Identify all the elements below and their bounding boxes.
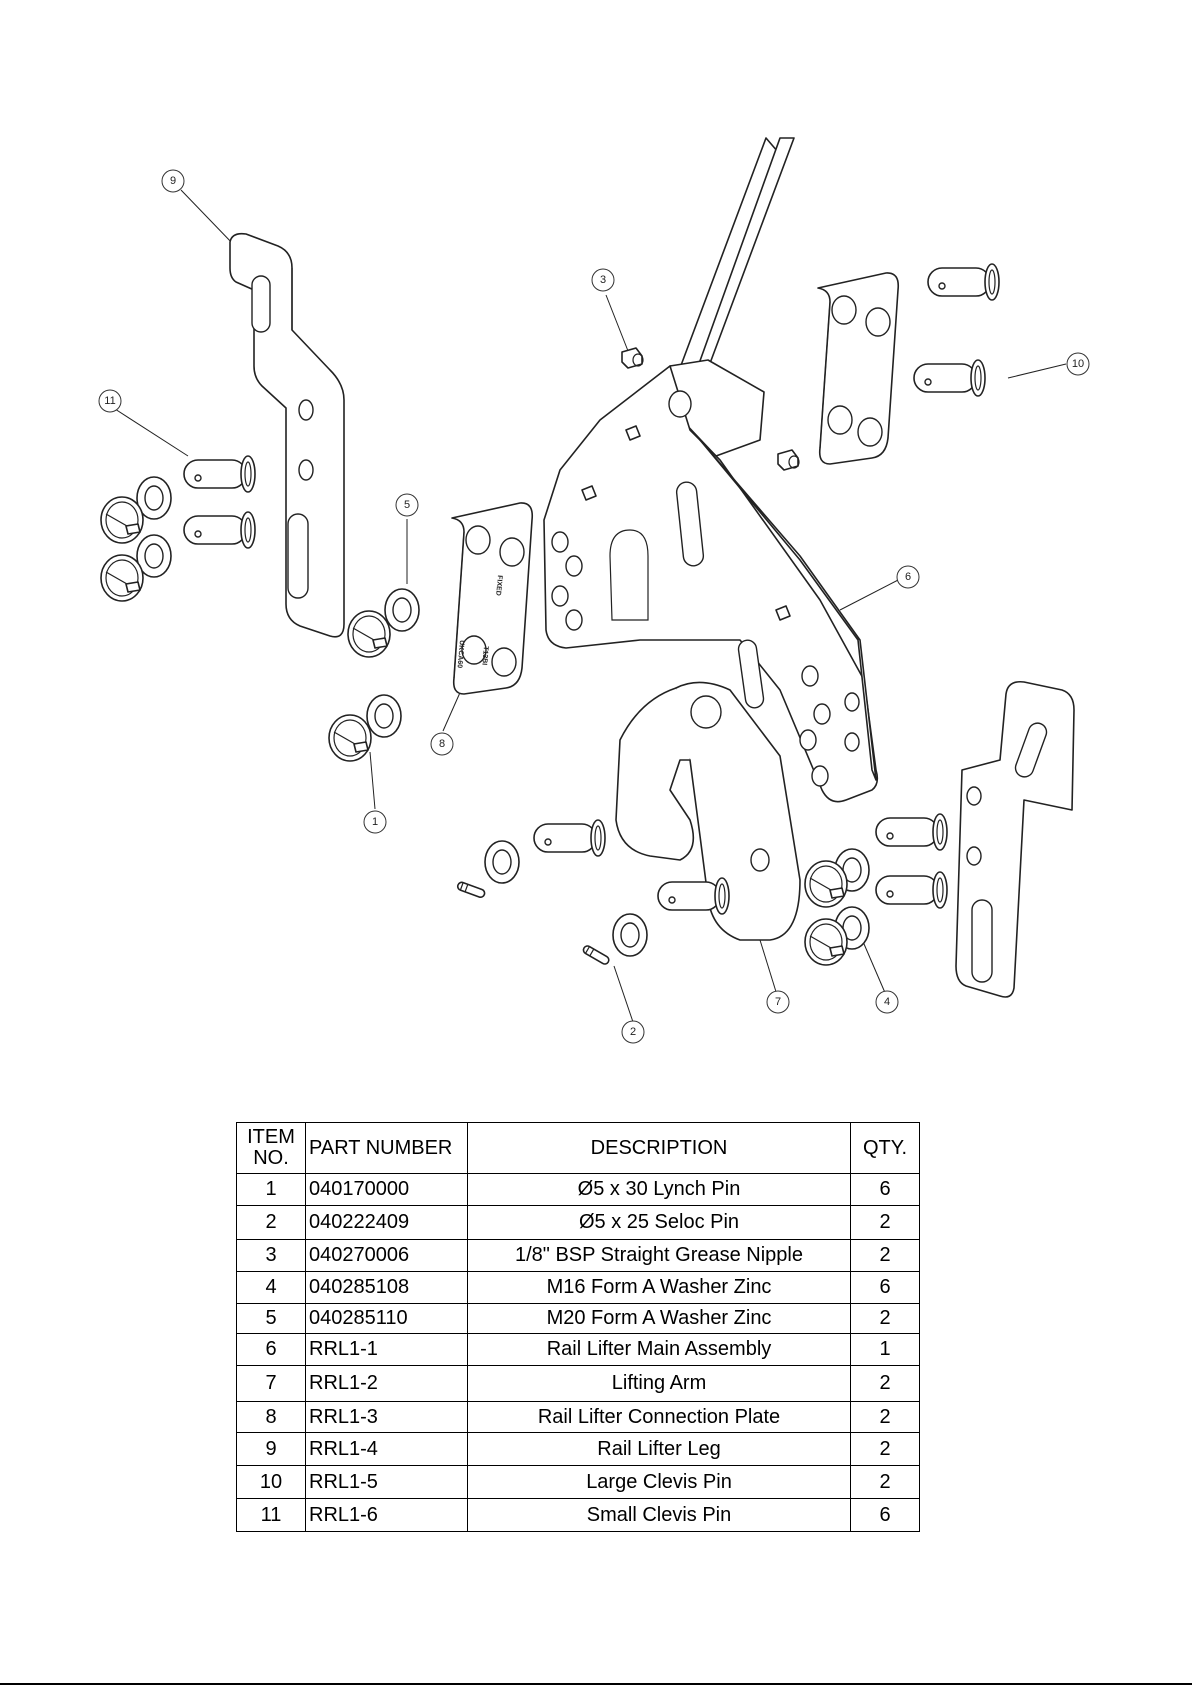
svg-text:10: 10 [1072,358,1084,370]
balloon-item-3: 3 [591,268,615,292]
svg-text:9: 9 [170,175,176,187]
cell-description: 1/8" BSP Straight Grease Nipple [467,1239,851,1272]
cell-part-number: RRL1-5 [305,1465,468,1499]
cell-qty: 6 [850,1271,920,1304]
cell-description: Rail Lifter Connection Plate [467,1401,851,1433]
svg-text:11: 11 [104,395,115,407]
cell-description: M16 Form A Washer Zinc [467,1271,851,1304]
svg-text:5: 5 [404,499,410,511]
engraving-fixed: FIXED [494,575,503,596]
balloon-item-11: 11 [98,389,122,413]
cell-description: Rail Lifter Leg [467,1432,851,1466]
header-part-number: PART NUMBER [305,1122,468,1174]
header-description: DESCRIPTION [467,1122,851,1174]
cell-qty: 2 [850,1303,920,1334]
cell-qty: 6 [850,1498,920,1532]
cell-description: Rail Lifter Main Assembly [467,1333,851,1366]
cell-item-no: 4 [236,1271,306,1304]
cell-qty: 2 [850,1365,920,1402]
balloon-item-6: 6 [896,565,920,589]
balloon-item-1: 1 [363,810,387,834]
cell-item-no: 7 [236,1365,306,1402]
cell-item-no: 9 [236,1432,306,1466]
cell-part-number: RRL1-2 [305,1365,468,1402]
cell-qty: 2 [850,1401,920,1433]
cell-qty: 1 [850,1333,920,1366]
svg-text:2: 2 [630,1026,636,1038]
balloon-item-2: 2 [621,1020,645,1044]
cell-qty: 2 [850,1432,920,1466]
cell-description: Ø5 x 30 Lynch Pin [467,1173,851,1206]
header-qty: QTY. [850,1122,920,1174]
page-bottom-rule [0,1683,1192,1685]
svg-text:3: 3 [600,274,606,286]
cell-part-number: RRL1-3 [305,1401,468,1433]
cell-part-number: 040270006 [305,1239,468,1272]
cell-item-no: 8 [236,1401,306,1433]
svg-text:6: 6 [905,571,911,583]
cell-qty: 2 [850,1465,920,1499]
svg-text:7: 7 [775,996,781,1008]
balloon-item-4: 4 [875,990,899,1014]
balloon-item-9: 9 [161,169,185,193]
svg-text:8: 8 [439,738,445,750]
balloon-item-7: 7 [766,990,790,1014]
cell-item-no: 6 [236,1333,306,1366]
balloon-item-8: 8 [430,732,454,756]
cell-part-number: RRL1-6 [305,1498,468,1532]
cell-description: M20 Form A Washer Zinc [467,1303,851,1334]
balloon-item-10: 10 [1066,352,1090,376]
cell-qty: 6 [850,1173,920,1206]
cell-description: Ø5 x 25 Seloc Pin [467,1205,851,1240]
cell-item-no: 2 [236,1205,306,1240]
cell-item-no: 5 [236,1303,306,1334]
cell-item-no: 10 [236,1465,306,1499]
exploded-assembly-drawing: FIXED UKCA60 T13BI 9 [98,137,1090,1044]
svg-text:4: 4 [884,996,890,1008]
engraving-ukca: UKCA60 [456,640,465,669]
balloon-item-5: 5 [395,493,419,517]
cell-qty: 2 [850,1239,920,1272]
cell-qty: 2 [850,1205,920,1240]
cell-part-number: RRL1-1 [305,1333,468,1366]
cell-part-number: 040222409 [305,1205,468,1240]
cell-part-number: 040285108 [305,1271,468,1304]
cell-description: Small Clevis Pin [467,1498,851,1532]
cell-part-number: 040285110 [305,1303,468,1334]
cell-part-number: RRL1-4 [305,1432,468,1466]
cell-item-no: 3 [236,1239,306,1272]
svg-text:1: 1 [372,816,378,828]
cell-description: Lifting Arm [467,1365,851,1402]
engraving-code: T13BI [480,646,489,666]
cell-description: Large Clevis Pin [467,1465,851,1499]
cell-part-number: 040170000 [305,1173,468,1206]
cell-item-no: 11 [236,1498,306,1532]
cell-item-no: 1 [236,1173,306,1206]
